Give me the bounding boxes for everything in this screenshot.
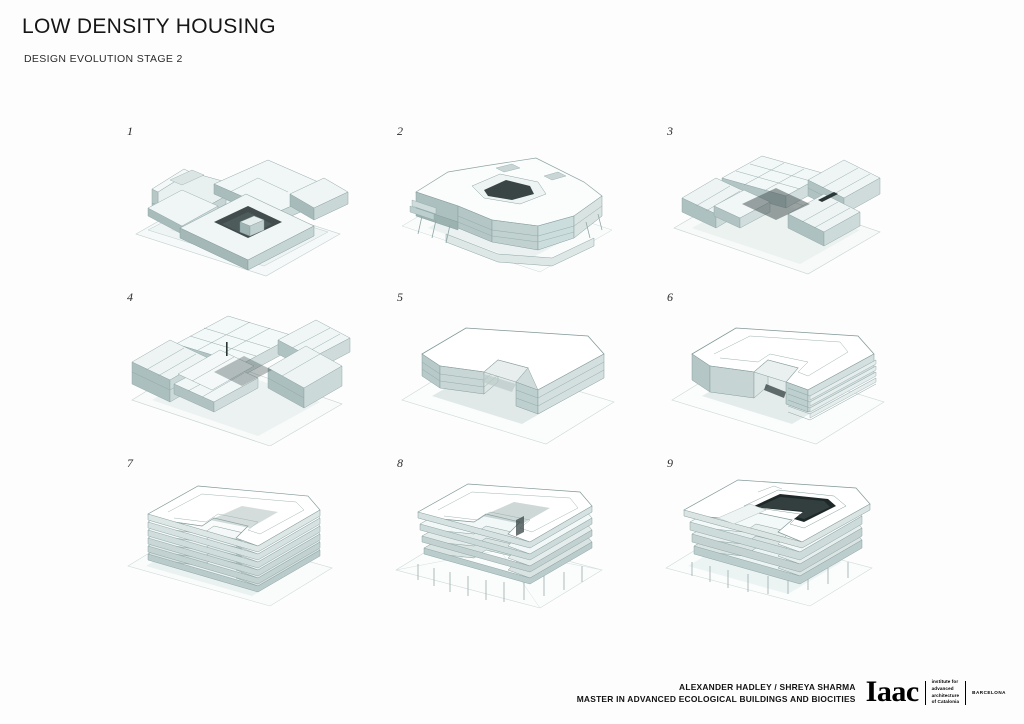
massing-diagram-4 <box>118 296 368 446</box>
logo-divider-2 <box>965 680 967 705</box>
credit-authors: ALEXANDER HADLEY / SHREYA SHARMA <box>679 681 856 692</box>
panel-number-2: 2 <box>397 124 404 138</box>
board-header: LOW DENSITY HOUSING DESIGN EVOLUTION STA… <box>22 14 622 66</box>
page-subtitle: DESIGN EVOLUTION STAGE 2 <box>24 53 183 66</box>
massing-diagram-9 <box>658 462 908 612</box>
massing-diagram-3 <box>658 130 908 280</box>
iaac-wordmark: Iaac <box>865 675 920 709</box>
iaac-tagline: institute for advanced architecture of C… <box>932 679 960 706</box>
diagram-panel-8: 8 <box>388 452 658 618</box>
massing-diagram-1 <box>118 130 368 280</box>
panel-number-8: 8 <box>397 456 404 470</box>
diagram-panel-7: 7 <box>118 452 388 618</box>
tagline-line-4: of Catalonia <box>931 699 960 705</box>
diagram-panel-3: 3 <box>658 120 928 286</box>
massing-diagram-8 <box>388 462 638 612</box>
tagline-line-1: institute for <box>931 679 959 685</box>
tagline-line-2: advanced <box>931 686 954 692</box>
diagram-panel-9: 9 <box>658 452 928 618</box>
diagram-grid: 1 <box>118 120 918 630</box>
credit-programme: MASTER IN ADVANCED ECOLOGICAL BUILDINGS … <box>576 693 856 704</box>
massing-diagram-5 <box>388 296 638 446</box>
panel-number-3: 3 <box>667 124 674 138</box>
logo-divider-1 <box>924 680 926 705</box>
iaac-city: BARCELONA <box>972 690 1006 696</box>
iaac-logo: Iaac institute for advanced architecture… <box>865 675 1006 709</box>
tagline-line-3: architecture <box>931 692 960 698</box>
panel-number-4: 4 <box>127 290 134 304</box>
panel-number-1: 1 <box>127 124 134 138</box>
diagram-panel-6: 6 <box>658 286 928 452</box>
massing-diagram-2 <box>388 130 638 280</box>
panel-number-7: 7 <box>127 456 134 470</box>
diagram-panel-4: 4 <box>118 286 388 452</box>
panel-number-6: 6 <box>667 290 674 304</box>
panel-number-9: 9 <box>667 456 674 470</box>
diagram-panel-2: 2 <box>388 120 658 286</box>
massing-diagram-6 <box>658 296 908 446</box>
massing-diagram-7 <box>118 462 368 612</box>
board-footer: ALEXANDER HADLEY / SHREYA SHARMA MASTER … <box>577 675 1006 709</box>
diagram-panel-1: 1 <box>118 120 388 286</box>
page-title: LOW DENSITY HOUSING <box>22 15 276 38</box>
diagram-panel-5: 5 <box>388 286 658 452</box>
panel-number-5: 5 <box>397 290 404 304</box>
credits-block: ALEXANDER HADLEY / SHREYA SHARMA MASTER … <box>577 681 856 705</box>
